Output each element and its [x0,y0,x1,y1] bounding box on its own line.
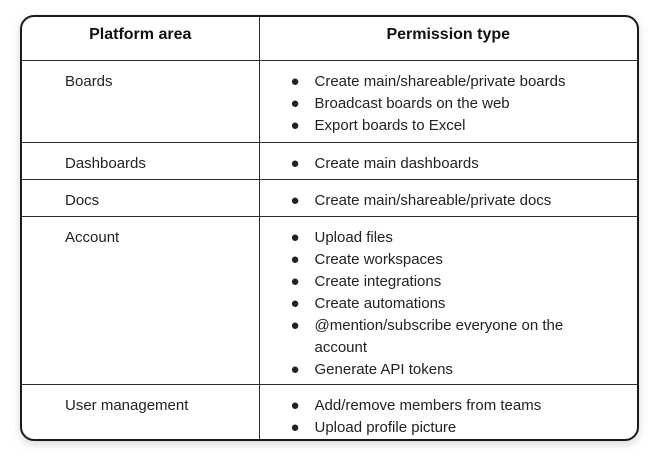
permission-list: ● Add/remove members from teams ● Upload p… [260,395,638,439]
bullet-icon: ● [290,294,300,312]
platform-area-cell: Dashboards [22,142,260,180]
list-item: ● Export boards to Excel [291,115,638,137]
platform-area-cell: Docs [22,179,260,217]
list-item: ● Broadcast boards on the web [291,93,638,115]
bullet-icon: ● [290,154,300,172]
permissions-table: Platform area Permission type Boards ● Cr… [22,17,638,439]
table-header-row: Platform area Permission type [22,17,637,61]
permission-text: Create main/shareable/private boards [314,72,566,90]
list-item: ● Create main/shareable/private boards [291,71,638,93]
permission-text: Create workspaces [314,250,443,268]
list-item: ● Create workspaces [291,249,618,271]
permission-text: Upload files [314,228,393,246]
table-row: Account ● Upload files ● Create workspaces… [22,216,638,385]
permissions-table-card: Platform area Permission type Boards ● Cr… [20,15,639,441]
table-row: Dashboards ● Create main dashboards [22,142,638,180]
permission-text: Broadcast boards on the web [314,94,510,112]
list-item: ● Create integrations [291,271,618,293]
permission-cell: ● Upload files ● Create workspaces ● Create… [259,216,638,385]
permission-cell: ● Create main/shareable/private boards ● B… [259,60,638,143]
permission-text: Create automations [314,294,446,312]
list-item: ● Upload files [291,227,618,249]
list-item: ● Upload profile picture [291,417,638,439]
header-permission-type: Permission type [259,17,637,61]
permission-text: Add/remove members from teams [314,396,542,414]
permission-text: Create integrations [314,272,442,290]
bullet-icon: ● [290,316,300,334]
permission-list: ● Create main dashboards [260,153,638,175]
table-row: Boards ● Create main/shareable/private bo… [22,60,638,143]
platform-area-cell: Boards [22,60,260,143]
list-item: ● Create main/shareable/private docs [291,190,638,212]
bullet-icon: ● [290,250,300,268]
list-item: ● Add/remove members from teams [291,395,638,417]
permission-text: Create main dashboards [314,154,479,172]
header-platform-area: Platform area [22,17,260,61]
platform-area-cell: Account [22,216,260,385]
permission-list: ● Upload files ● Create workspaces ● Create… [260,227,638,381]
bullet-icon: ● [290,116,300,134]
permission-text: Export boards to Excel [314,116,466,134]
bullet-icon: ● [290,191,300,209]
list-item: ● @mention/subscribe everyone on the acco… [291,315,615,359]
permission-text: Create main/shareable/private docs [314,191,552,209]
bullet-icon: ● [290,396,300,414]
table-row: User management ● Add/remove members from… [22,384,638,439]
table-row: Docs ● Create main/shareable/private docs [22,179,638,217]
bullet-icon: ● [290,72,300,90]
permission-text: Generate API tokens [314,360,453,378]
permission-cell: ● Create main/shareable/private docs [259,179,638,217]
bullet-icon: ● [290,418,300,436]
bullet-icon: ● [290,228,300,246]
permission-list: ● Create main/shareable/private boards ● B… [260,71,638,137]
platform-area-cell: User management [22,384,260,439]
bullet-icon: ● [290,272,300,290]
permission-list: ● Create main/shareable/private docs [260,190,638,212]
permission-text: Upload profile picture [314,418,457,436]
permission-cell: ● Add/remove members from teams ● Upload p… [259,384,638,439]
list-item: ● Generate API tokens [291,359,618,381]
list-item: ● Create automations [291,293,618,315]
permission-cell: ● Create main dashboards [259,142,638,180]
bullet-icon: ● [290,94,300,112]
bullet-icon: ● [290,360,300,378]
permission-text: @mention/subscribe everyone on the accou… [314,316,564,356]
list-item: ● Create main dashboards [291,153,638,175]
